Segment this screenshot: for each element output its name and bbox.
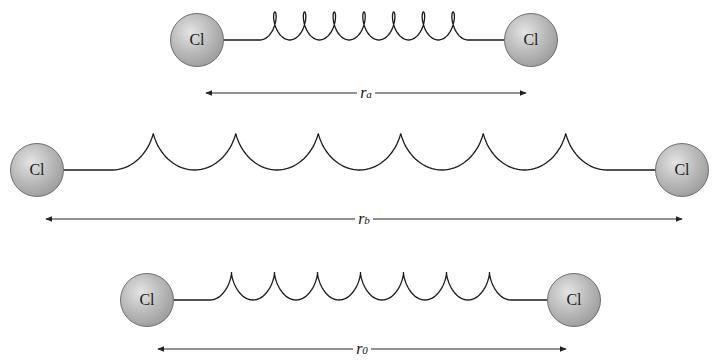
bond-spring	[174, 272, 547, 300]
chlorine-atom: Cl	[655, 143, 709, 197]
atom-label: Cl	[523, 31, 538, 49]
chlorine-atom: Cl	[120, 273, 174, 327]
chlorine-atom: Cl	[547, 273, 601, 327]
chlorine-atom: Cl	[504, 13, 558, 67]
distance-label: rb	[355, 211, 373, 228]
atom-label: Cl	[29, 161, 44, 179]
chlorine-atom: Cl	[10, 143, 64, 197]
atom-label: Cl	[566, 291, 581, 309]
distance-label: r0	[353, 341, 371, 358]
chlorine-atom: Cl	[170, 13, 224, 67]
atom-label: Cl	[139, 291, 154, 309]
distance-label: ra	[357, 85, 375, 102]
atom-label: Cl	[674, 161, 689, 179]
atom-label: Cl	[189, 31, 204, 49]
bond-spring	[64, 134, 655, 170]
bond-spring	[224, 12, 504, 40]
